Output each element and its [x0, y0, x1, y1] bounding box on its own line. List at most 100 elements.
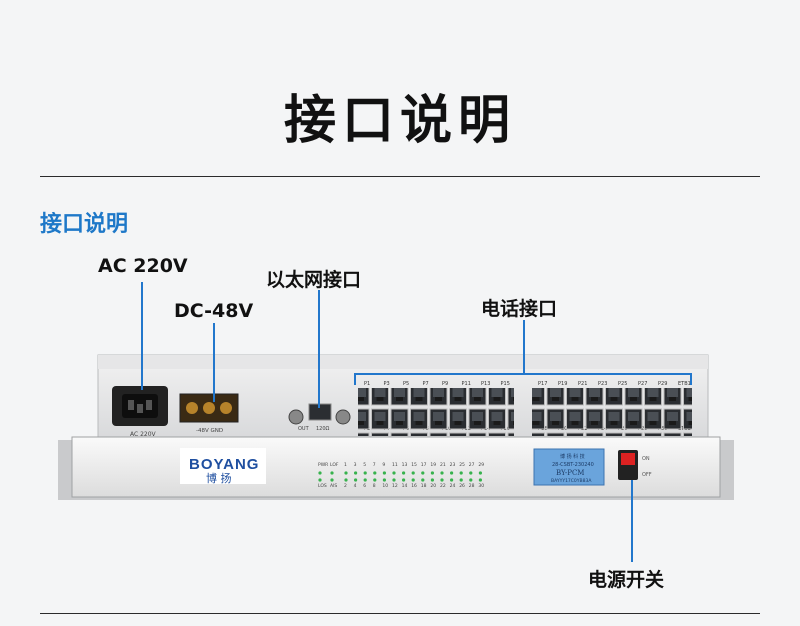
- ethernet-label: 以太网接口: [266, 269, 362, 291]
- led-label: 11: [392, 462, 398, 468]
- phone-ports-left: [358, 388, 514, 436]
- led-label: 28: [469, 483, 475, 489]
- led-indicator: [373, 471, 377, 475]
- sticker-model: BY-PCM: [556, 469, 584, 477]
- port-label: P21: [578, 381, 587, 387]
- led-label: PWR: [318, 462, 328, 468]
- section-title: 接口说明: [40, 212, 129, 237]
- ac-label: AC 220V: [98, 255, 188, 277]
- port-label: P1: [364, 381, 370, 387]
- led-label: LOS: [318, 483, 327, 489]
- led-indicator: [478, 471, 482, 475]
- ethernet-port: [308, 403, 332, 421]
- led-label: 5: [363, 462, 366, 468]
- led-indicator: [344, 478, 348, 482]
- page-title: 接口说明: [283, 91, 516, 151]
- led-indicator: [430, 478, 434, 482]
- port-label: P3: [384, 381, 390, 387]
- brand-logo: BOYANG: [189, 456, 259, 473]
- led-label: 30: [478, 483, 484, 489]
- eth-in-label: 120Ω: [316, 426, 330, 432]
- led-indicator: [430, 471, 434, 475]
- led-indicator: [363, 471, 367, 475]
- port-label: P5: [403, 381, 409, 387]
- led-indicator: [330, 471, 334, 475]
- port-label: P17: [538, 381, 547, 387]
- ethernet-callout-line: [318, 290, 320, 408]
- dc-label: DC-48V: [174, 300, 254, 322]
- led-label: 4: [354, 483, 357, 489]
- led-label: 7: [373, 462, 376, 468]
- led-indicator: [469, 478, 473, 482]
- port-label: P13: [481, 381, 490, 387]
- led-label: 24: [450, 483, 456, 489]
- led-label: 15: [411, 462, 417, 468]
- led-indicator: [421, 471, 425, 475]
- led-indicator: [450, 471, 454, 475]
- led-indicator: [469, 471, 473, 475]
- led-indicator: [392, 478, 396, 482]
- ac-socket-label: AC 220V: [130, 431, 157, 438]
- led-indicator: [459, 471, 463, 475]
- led-label: 12: [392, 483, 398, 489]
- power-switch-label: 电源开关: [588, 569, 665, 591]
- led-label: 22: [440, 483, 446, 489]
- switch-off-label: OFF: [642, 472, 652, 478]
- switch-callout-line: [631, 480, 633, 562]
- led-indicator: [411, 471, 415, 475]
- dc-terminal-label: -48V GND: [196, 428, 223, 434]
- port-label: P9: [442, 381, 448, 387]
- phone-ports-right: [532, 388, 692, 436]
- led-label: 3: [354, 462, 357, 468]
- port-label: P23: [598, 381, 607, 387]
- led-indicator: [382, 471, 386, 475]
- led-indicator: [354, 478, 358, 482]
- led-label: 13: [402, 462, 408, 468]
- ac-callout-line: [141, 282, 143, 390]
- led-indicator: [402, 471, 406, 475]
- led-label: AIS: [330, 483, 337, 489]
- led-label: 2: [344, 483, 347, 489]
- led-indicator: [373, 478, 377, 482]
- sticker-phone: 28-CSBT-230240: [552, 462, 594, 468]
- title-divider: [40, 176, 760, 177]
- switch-on-label: ON: [642, 456, 650, 462]
- led-label: 6: [363, 483, 366, 489]
- led-indicator: [318, 478, 322, 482]
- led-indicator: [478, 478, 482, 482]
- port-label: P15: [501, 381, 510, 387]
- led-indicator: [459, 478, 463, 482]
- led-indicator: [363, 478, 367, 482]
- brand-cn: 博 扬: [206, 471, 232, 485]
- led-indicator: [402, 478, 406, 482]
- led-label: 8: [373, 483, 376, 489]
- led-label: 23: [450, 462, 456, 468]
- led-indicator: [440, 471, 444, 475]
- port-label: P11: [462, 381, 471, 387]
- led-label: 10: [382, 483, 388, 489]
- port-label: P27: [638, 381, 647, 387]
- led-label: 17: [421, 462, 427, 468]
- dc-callout-line: [213, 323, 215, 402]
- bottom-divider: [40, 613, 760, 614]
- led-label: 9: [382, 462, 385, 468]
- port-label: P29: [658, 381, 667, 387]
- led-label: LOF: [330, 462, 339, 468]
- led-indicator: [421, 478, 425, 482]
- product-sticker: [533, 448, 605, 486]
- led-label: 26: [459, 483, 465, 489]
- phone-callout-bracket: [354, 373, 692, 375]
- led-indicator: [344, 471, 348, 475]
- led-label: 20: [430, 483, 436, 489]
- led-indicator: [354, 471, 358, 475]
- led-label: 21: [440, 462, 446, 468]
- port-label: ETB1: [678, 381, 691, 387]
- led-label: 27: [469, 462, 475, 468]
- port-label: P19: [558, 381, 567, 387]
- led-indicator: [392, 471, 396, 475]
- port-label: P25: [618, 381, 627, 387]
- phone-label: 电话接口: [481, 298, 558, 320]
